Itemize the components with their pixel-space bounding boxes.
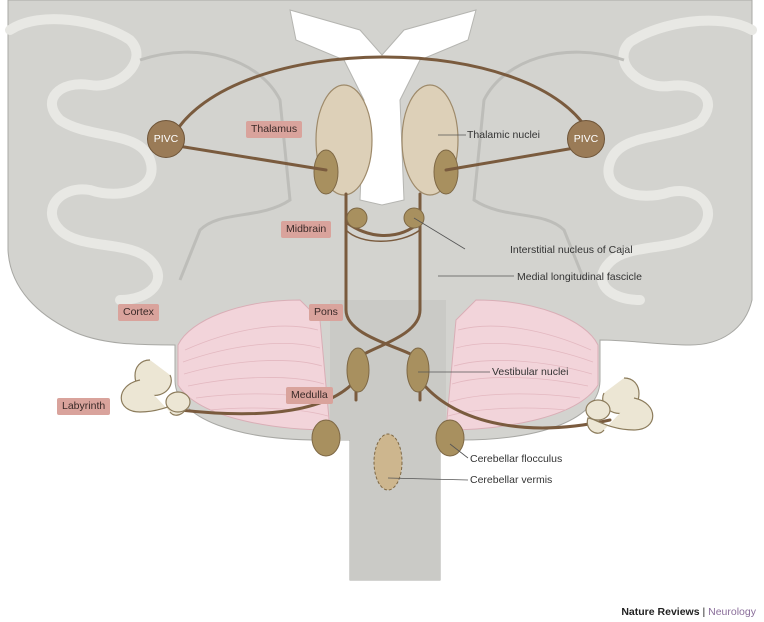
- right-thalamic-nucleus: [433, 149, 459, 195]
- mlf-label: Medial longitudinal fascicle: [517, 271, 642, 283]
- leader-lines: [387, 134, 514, 481]
- right-flocculus: [435, 419, 465, 457]
- left-thalamic-nucleus: [313, 149, 339, 195]
- right-inner-band: [472, 50, 625, 281]
- thalamus-tag: Thalamus: [246, 121, 303, 138]
- cerebellar-vermis-label: Cerebellar vermis: [470, 474, 553, 486]
- cortex-tag: Cortex: [118, 304, 159, 321]
- midbrain-tag: Midbrain: [281, 221, 332, 238]
- left-labyrinth: [120, 359, 191, 416]
- vestibular-nuclei-label: Vestibular nuclei: [492, 366, 569, 378]
- cerebellar-vermis: [373, 433, 403, 491]
- left-pivc-node: PIVC: [147, 120, 185, 158]
- journal-credit: Nature Reviews | Neurology: [621, 606, 756, 618]
- pathway-thin: [345, 229, 421, 242]
- left-flocculus: [311, 419, 341, 457]
- credit-separator: |: [702, 606, 706, 618]
- right-labyrinth: [585, 377, 654, 434]
- left-inner-band: [139, 50, 292, 281]
- right-vestibular-nucleus: [406, 347, 430, 393]
- journal-name: Neurology: [708, 606, 756, 618]
- interstitial-nucleus-label: Interstitial nucleus of Cajal: [510, 244, 633, 256]
- cerebellar-flocculus-label: Cerebellar flocculus: [470, 453, 563, 465]
- left-interstitial-nucleus: [346, 207, 368, 229]
- medulla-tag: Medulla: [286, 387, 333, 404]
- pons-tag: Pons: [309, 304, 343, 321]
- lateral-ventricles: [289, 9, 477, 206]
- labyrinth-tag: Labyrinth: [57, 398, 111, 415]
- thalamic-nuclei-label: Thalamic nuclei: [467, 129, 540, 141]
- publisher-name: Nature Reviews: [621, 606, 700, 618]
- right-cortex-folds: [597, 15, 757, 305]
- left-cortex-folds: [5, 14, 163, 305]
- right-pivc-node: PIVC: [567, 120, 605, 158]
- left-vestibular-nucleus: [346, 347, 370, 393]
